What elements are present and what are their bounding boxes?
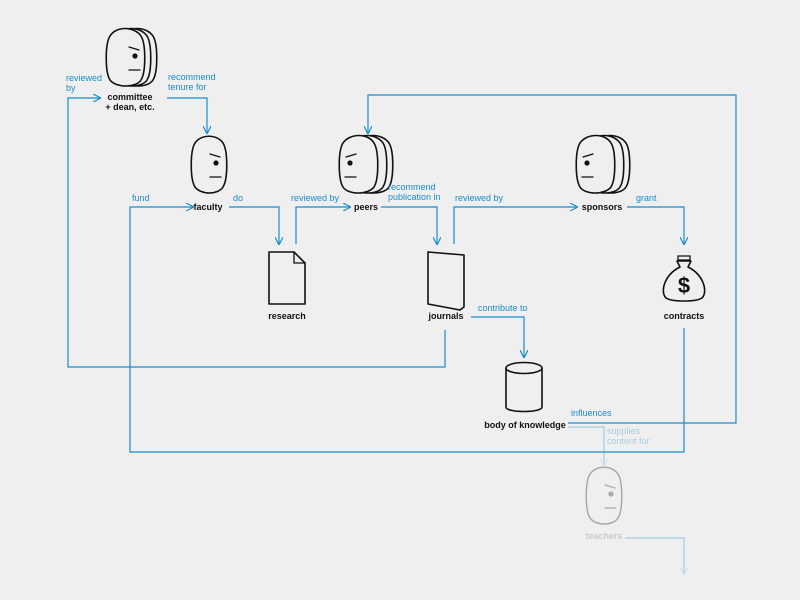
journals-journal-icon [427,251,465,311]
sponsors-group-icon [575,134,631,194]
edge-label-grant: grant [636,193,657,203]
edge-label-recommend-tenure-line1: recommend [168,72,216,82]
edge-labels: reviewed by recommend tenure for fund do… [66,72,657,446]
contracts-label: contracts [664,311,705,321]
body-of-knowledge-database-icon [505,361,543,413]
edge-journals-committee [67,98,446,368]
edge-sponsors-contracts [627,206,684,244]
edge-faculty-research [229,206,279,244]
edge-label-supplies-line1: supplies [607,426,641,436]
edge-label-reviewed-by-sponsors: reviewed by [455,193,504,203]
edge-label-recommend-tenure-line2: tenure for [168,82,207,92]
faculty-person-icon [190,135,228,194]
edge-label-reviewed-by-line1: reviewed [66,73,102,83]
edge-journals-sponsors [453,207,577,244]
edge-label-supplies-line2: content for [607,436,650,446]
edge-committee-faculty [167,97,207,133]
edge-teachers-out [625,537,684,574]
teachers-person-icon [585,466,623,525]
peers-label: peers [354,202,378,212]
edge-label-recommend-publication-line1: recommend [388,182,436,192]
edge-knowledge-peers [368,94,737,424]
edge-label-do: do [233,193,243,203]
faculty-label: faculty [193,202,222,212]
research-document-icon [268,251,306,305]
edge-peers-journals [381,206,437,244]
peers-group-icon [338,134,394,194]
edge-research-peers [295,207,350,244]
research-label: research [268,311,306,321]
edge-label-contribute-to: contribute to [478,303,528,313]
edge-label-reviewed-by-peers: reviewed by [291,193,340,203]
edge-knowledge-teachers [568,426,604,465]
body-of-knowledge-label: body of knowledge [484,420,566,430]
edge-journals-knowledge [471,316,524,357]
edge-label-reviewed-by-line2: by [66,83,76,93]
edge-label-recommend-publication-line2: publication in [388,192,441,202]
committee-label-line1: committee [107,92,152,102]
sponsors-label: sponsors [582,202,623,212]
committee-label-line2: + dean, etc. [105,102,154,112]
node-labels: committee + dean, etc. faculty peers spo… [105,92,704,541]
journals-label: journals [427,311,463,321]
edge-label-fund: fund [132,193,150,203]
edge-label-influences: influences [571,408,612,418]
svg-text:$: $ [678,273,690,298]
teachers-label: teachers [585,531,622,541]
contracts-money-bag-icon: $ [662,255,706,302]
committee-group-icon [105,27,158,87]
flow-lines [67,94,737,574]
edge-contracts-faculty [129,207,685,453]
